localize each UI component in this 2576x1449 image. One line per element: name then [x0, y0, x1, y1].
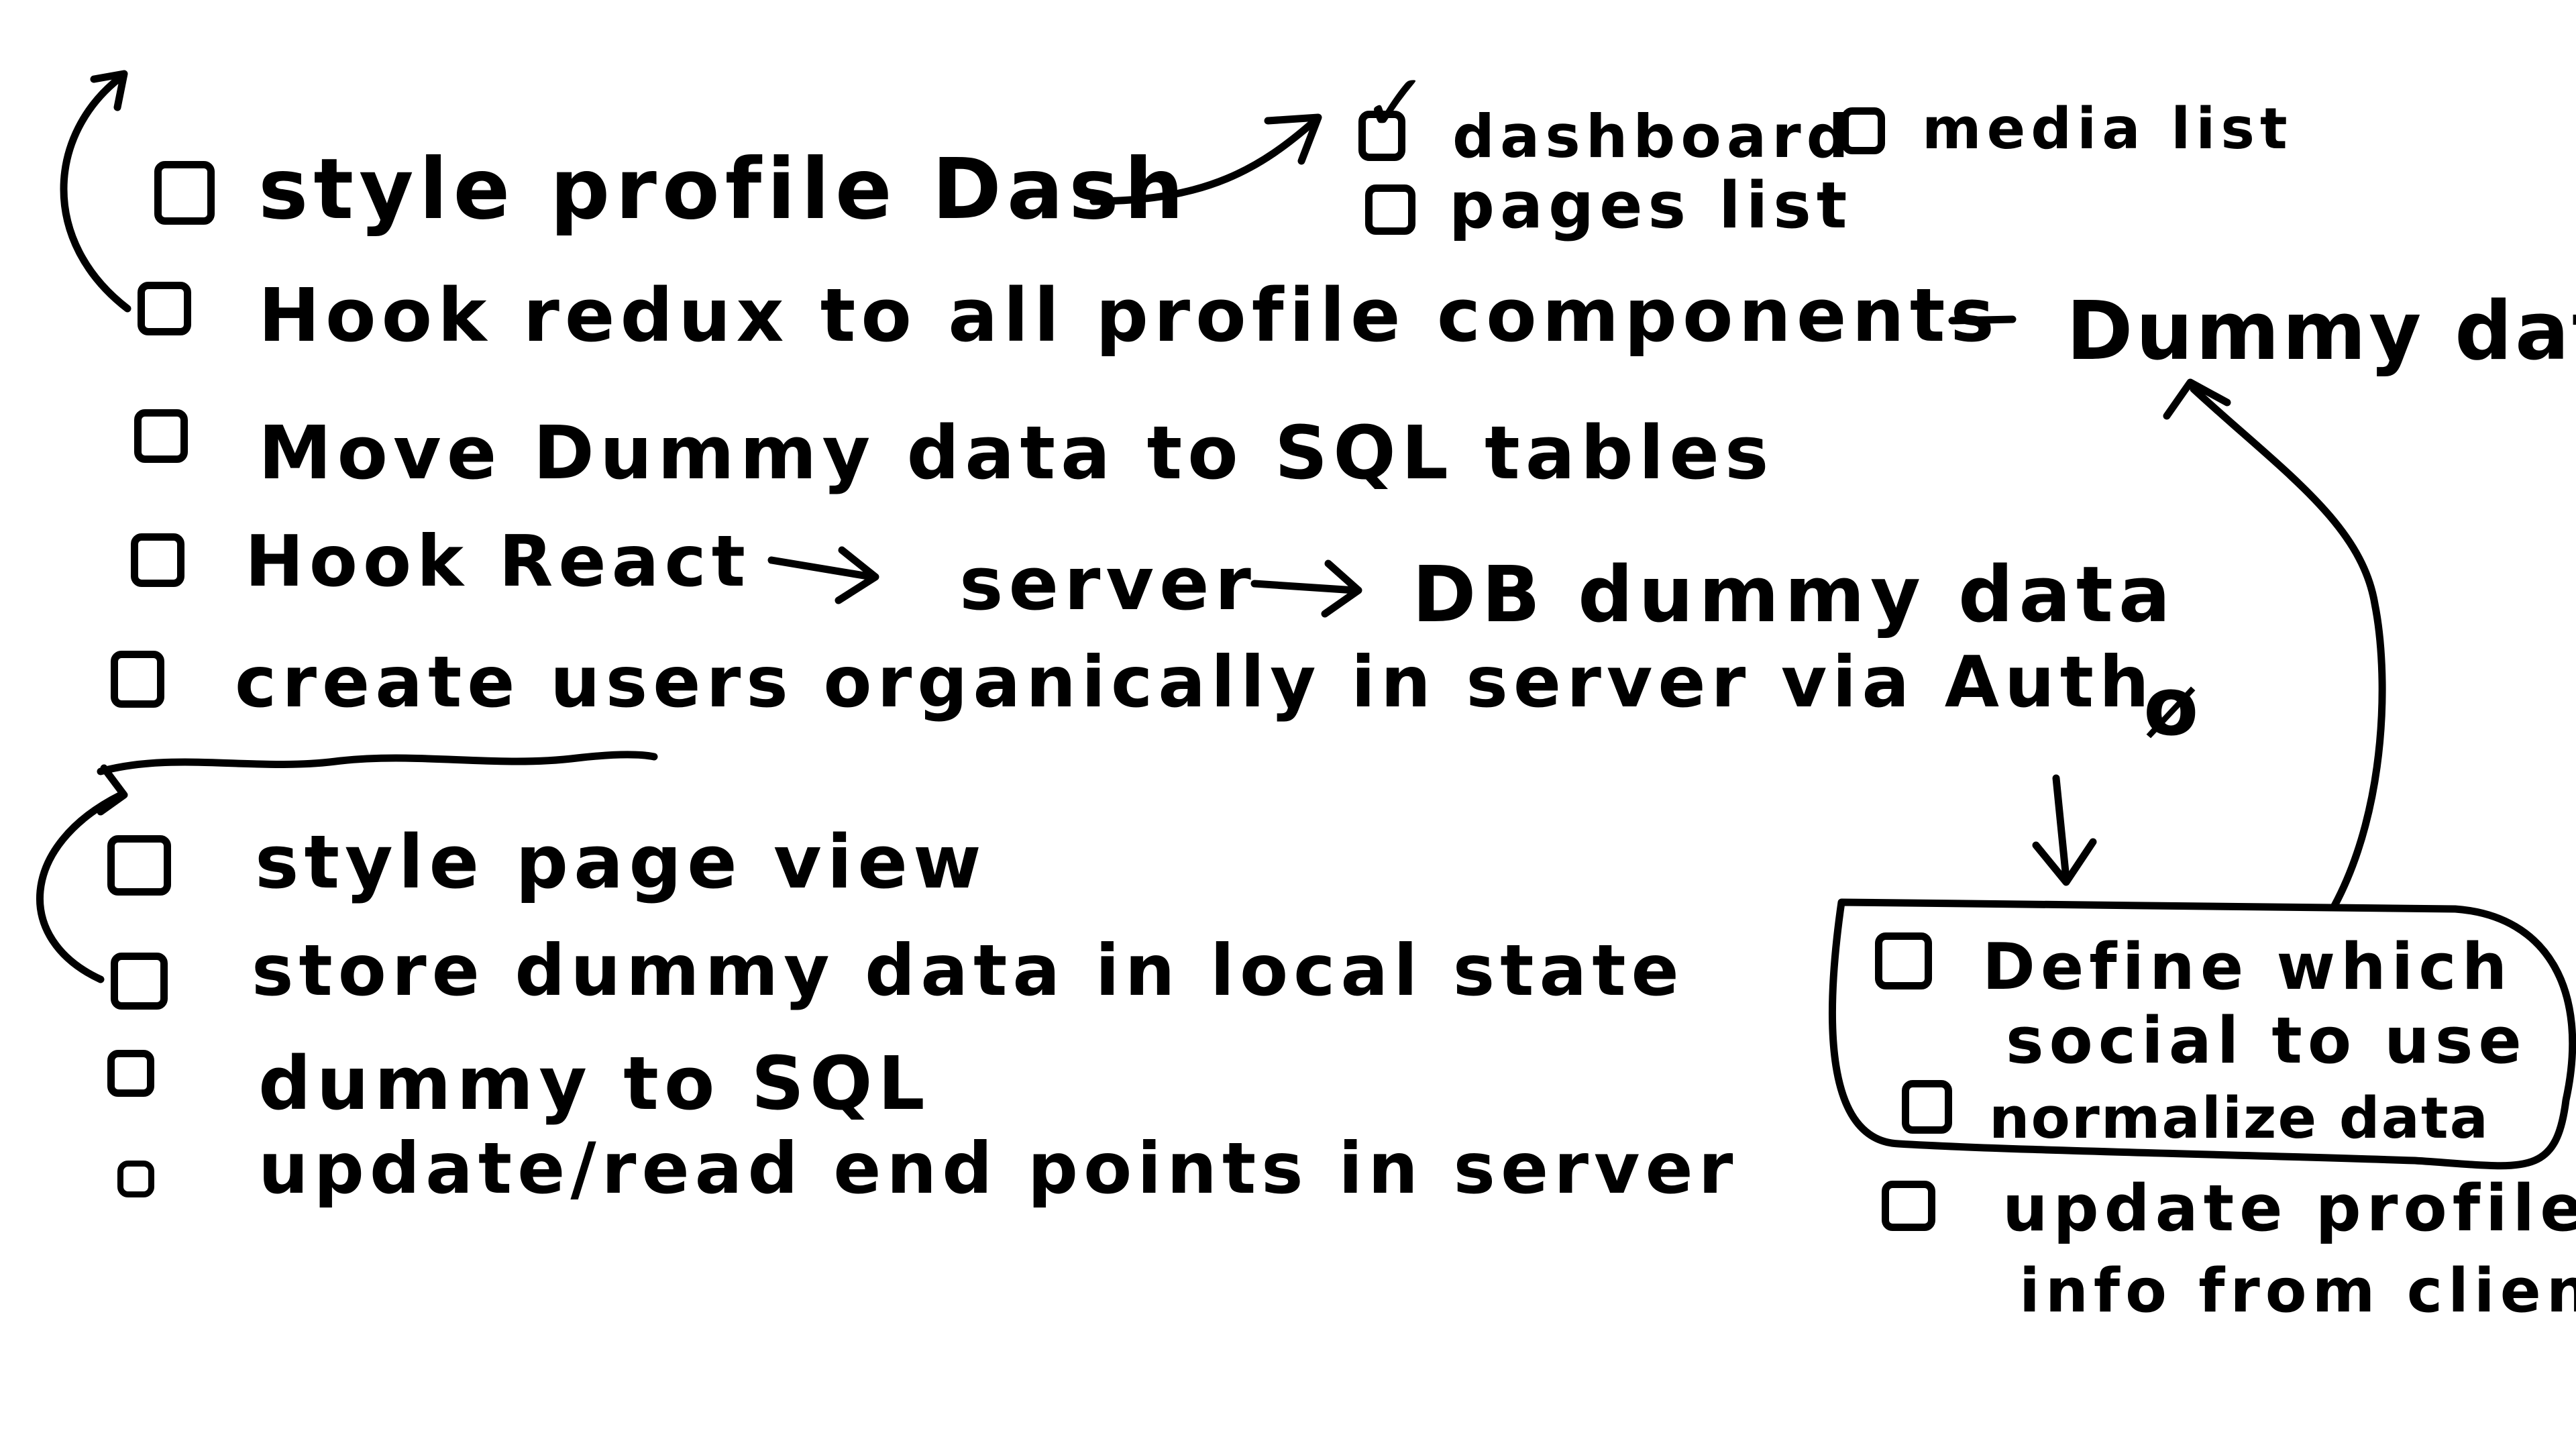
subtask-media-list-checkbox[interactable] [1841, 107, 1885, 154]
subtask-pages-list-label: pages list [1449, 169, 1853, 243]
top-item5-label: create users organically in server via A… [235, 641, 2155, 723]
arrow-react-server-head [835, 546, 879, 604]
loop-arrow-bottom [36, 791, 125, 983]
top-item5-checkbox[interactable] [111, 651, 164, 708]
bottom-item1-label: style page view [255, 819, 987, 905]
arrow-react-server [767, 556, 876, 581]
right-item1-line1: Define which [1982, 930, 2513, 1004]
top-item2-checkbox[interactable] [138, 282, 191, 335]
top-item2-label: Hook redux to all profile components [258, 272, 2000, 358]
arrow-auth-to-box-head [2032, 838, 2097, 886]
top-item4-checkbox[interactable] [131, 533, 184, 587]
right-item1-checkbox[interactable] [1875, 932, 1932, 989]
right-item2-label: normalize data [1989, 1085, 2489, 1152]
bottom-item3-checkbox[interactable] [107, 1050, 154, 1097]
loop-arrow-top [60, 73, 131, 313]
subtask-dashboard-checkbox[interactable] [1358, 111, 1405, 161]
bottom-item1-checkbox[interactable] [107, 835, 171, 896]
loop-arrow-top-head [90, 70, 128, 111]
right-box-enclosure [1828, 898, 2576, 1170]
dash-to-dummy-data [1948, 315, 2017, 325]
subtask-dashboard-label: dashboard [1452, 102, 1854, 171]
right-item3-line2: info from client [2019, 1256, 2576, 1326]
auth-symbol: ø [2143, 661, 2204, 754]
arrow-server-db-head [1321, 559, 1362, 618]
bottom-item4-checkbox[interactable] [117, 1161, 154, 1197]
top-item3-label: Move Dummy data to SQL tables [258, 410, 1774, 496]
top-item1-checkbox[interactable] [154, 161, 215, 225]
arrow-to-subtasks [1089, 117, 1319, 205]
arrow-to-subtasks-head [1264, 113, 1322, 165]
arrow-server-db [1250, 580, 1359, 594]
top-item4-label: Hook React [245, 521, 751, 602]
bottom-item2-label: store dummy data in local state [252, 930, 1684, 1012]
arrow-box-to-dummy-head [2163, 378, 2231, 420]
bottom-item3-label: dummy to SQL [258, 1040, 930, 1126]
right-item1-line2: social to use [2006, 1004, 2527, 1078]
right-item2-checkbox[interactable] [1902, 1080, 1952, 1134]
loop-arrow-bottom-head [97, 764, 128, 816]
bottom-item4-label: update/read end points in server [258, 1128, 1739, 1210]
subtask-dashboard-checkmark: ✓ [1362, 57, 1430, 150]
bottom-item2-checkbox[interactable] [111, 953, 168, 1010]
flow-db-label: DB dummy data [1412, 550, 2176, 640]
right-item3-checkbox[interactable] [1882, 1181, 1935, 1231]
dummy-data-note: Dummy data [2066, 285, 2576, 378]
top-item1-label: style profile Dash [258, 141, 1189, 238]
top-item3-checkbox[interactable] [134, 409, 188, 463]
arrow-box-to-dummy [2190, 385, 2386, 910]
flow-server-label: server [959, 541, 1256, 627]
wavy-divider [97, 751, 658, 775]
subtask-pages-list-checkbox[interactable] [1365, 184, 1415, 235]
arrow-auth-to-box [2052, 774, 2070, 883]
right-item3-line1: update profile [2002, 1172, 2576, 1246]
subtask-media-list-label: media list [1922, 96, 2293, 162]
